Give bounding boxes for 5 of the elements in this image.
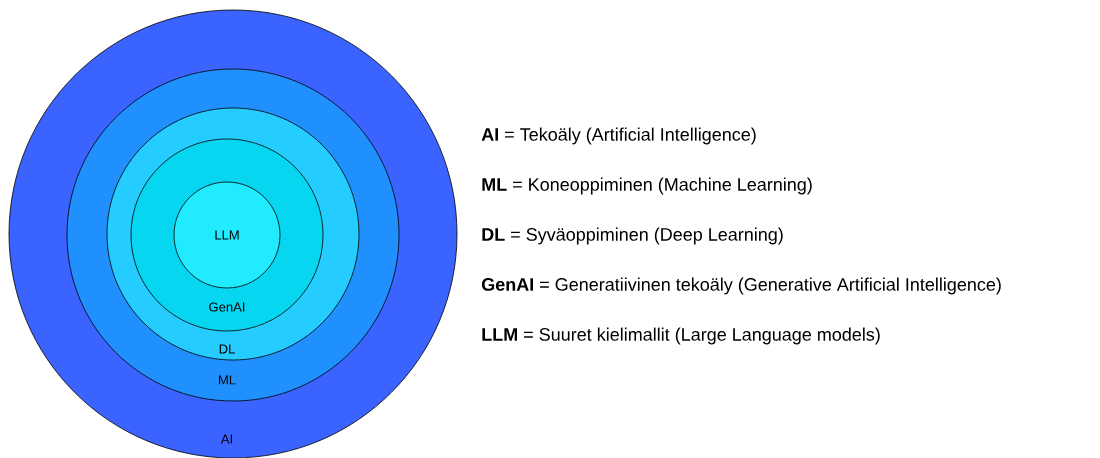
definition-text: GenAI = Generatiivinen tekoäly (Generative Artificial Intelligence) bbox=[481, 277, 1001, 295]
definition-text: LLM = Suuret kielimallit (Large Language models) bbox=[482, 327, 880, 345]
definition-text: DL = Syväoppiminen (Deep Learning) bbox=[482, 227, 783, 245]
definition-text: ML = Koneoppiminen (Machine Learning) bbox=[482, 177, 812, 195]
definition-text: AI = Tekoäly (Artificial Intelligence) bbox=[481, 127, 756, 145]
